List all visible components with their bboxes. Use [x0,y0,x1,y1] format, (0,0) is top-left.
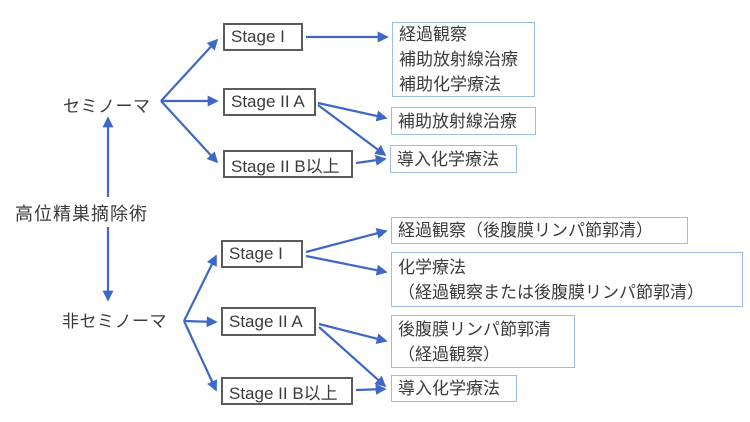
outcome-box-seminoma-stage2a: 補助放射線治療 [391,107,536,135]
outcome-line: 経過観察（後腹膜リンパ節郭清） [398,221,653,240]
arrow-nonseminoma-to-stage2b [183,320,218,392]
arrow-nonseminoma-to-stage2a [183,316,218,328]
outcome-box-nonseminoma-stage1-b: 化学療法 （経過観察または後腹膜リンパ節郭清） [391,252,743,307]
outcome-line: （経過観察または後腹膜リンパ節郭清） [398,282,704,302]
stage-box-seminoma-stage1: Stage I [223,23,303,51]
outcome-box-seminoma-stage2b: 導入化学療法 [390,145,517,173]
stage-box-seminoma-stage2b: Stage II B以上 [223,150,353,178]
stage-box-nonseminoma-stage2b: Stage II B以上 [221,377,353,405]
arrow-sem-stage2a-to-outcome2 [317,101,388,122]
outcome-line: 後腹膜リンパ節郭清 [398,319,551,339]
arrow-non-stage2a-to-outcome3 [318,322,388,345]
arrow-sem-stage2a-to-outcome3 [317,104,387,156]
stage-box-nonseminoma-stage2a: Stage II A [221,307,316,336]
arrow-sem-stage2b-to-outcome3 [355,154,387,166]
arrow-nonseminoma-to-stage1 [183,254,217,322]
arrow-non-stage1-to-outcome1 [305,228,388,254]
outcome-line: 化学療法 [398,257,466,277]
arrow-seminoma-to-stage1 [160,38,219,102]
stage-box-seminoma-stage2a: Stage II A [223,88,316,116]
outcome-line: （経過観察） [398,344,500,364]
outcome-box-seminoma-stage1: 経過観察 補助放射線治療 補助化学療法 [392,22,535,97]
outcome-line: 補助放射線治療 [399,50,518,69]
arrow-non-stage1-to-outcome2 [305,254,388,276]
arrow-non-stage2b-to-outcome4 [355,383,387,395]
arrow-seminoma-to-stage2b [160,100,219,164]
root-label: 高位精巣摘除術 [15,204,148,224]
outcome-line: 導入化学療法 [397,149,499,169]
outcome-box-nonseminoma-stage2b: 導入化学療法 [391,375,517,402]
arrow-non-stage2a-to-outcome4 [318,326,387,388]
seminoma-label: セミノーマ [63,97,151,116]
outcome-line: 経過観察 [399,25,467,44]
outcome-box-nonseminoma-stage1-a: 経過観察（後腹膜リンパ節郭清） [391,217,688,244]
outcome-line: 導入化学療法 [398,379,500,398]
stage-box-nonseminoma-stage1: Stage I [221,240,303,268]
outcome-line: 補助化学療法 [399,75,501,94]
outcome-line: 補助放射線治療 [398,111,517,131]
outcome-box-nonseminoma-stage2a: 後腹膜リンパ節郭清 （経過観察） [391,315,575,368]
nonseminoma-label: 非セミノーマ [62,312,167,331]
